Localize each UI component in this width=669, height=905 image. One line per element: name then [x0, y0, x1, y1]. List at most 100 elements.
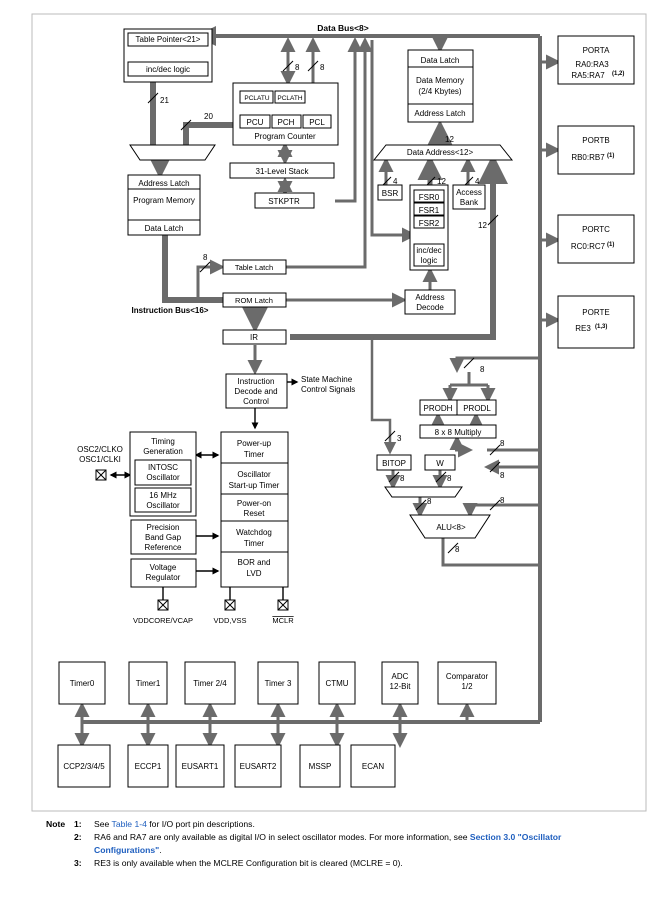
- portb-pins: RB0:RB7: [571, 153, 605, 162]
- peripheral-box-1: [128, 661, 168, 705]
- width-8-table: 8: [203, 253, 208, 262]
- peripheral-label-4-0: CTMU: [325, 679, 348, 688]
- note-3-number: 3:: [74, 858, 82, 868]
- note-3-text: RE3 is only available when the MCLRE Con…: [94, 858, 403, 868]
- bor-label-1: BOR and: [238, 558, 271, 567]
- width-3-bitop: 3: [397, 434, 402, 443]
- note-1-link[interactable]: Table 1-4: [111, 819, 147, 829]
- pclatu-label: PCLATU: [244, 95, 269, 102]
- peripheral-box-5: [381, 661, 419, 705]
- bsr-label: BSR: [382, 189, 399, 198]
- por-label-2: Reset: [244, 509, 266, 518]
- dm-address-latch-label: Address Latch: [414, 109, 465, 118]
- address-mux: [129, 144, 216, 161]
- peripheral-label-5-0: ADC: [392, 672, 409, 681]
- powerup-label-1: Power-up: [237, 439, 272, 448]
- stkptr-label: STKPTR: [268, 197, 300, 206]
- osc2-label: OSC2/CLKO: [77, 445, 123, 454]
- data-address-mux: [372, 144, 514, 161]
- vreg-label-1: Voltage: [150, 563, 177, 572]
- width-8-mul: 8: [500, 439, 505, 448]
- width-21: 21: [160, 96, 169, 105]
- note-2-number: 2:: [74, 832, 82, 842]
- peripheral-box-bottom-3: [234, 744, 282, 788]
- data-bus-label: Data Bus<8>: [317, 23, 369, 33]
- peripheral-label-6-1: 1/2: [461, 682, 473, 691]
- vddvss-label: VDD,VSS: [214, 616, 247, 625]
- intosc-label-2: Oscillator: [146, 473, 180, 482]
- porta-note-ref: (1,2): [612, 71, 624, 77]
- width-8-alu: 8: [500, 496, 505, 505]
- data-memory-label: Data Memory: [416, 76, 464, 85]
- alu-label: ALU<8>: [436, 523, 466, 532]
- mclr-label: MCLR: [272, 616, 294, 625]
- dm-data-latch-label: Data Latch: [421, 56, 460, 65]
- peripheral-label-6-0: Comparator: [446, 672, 489, 681]
- peripheral-label-2-0: Timer 2/4: [193, 679, 227, 688]
- note-2-link[interactable]: Section 3.0 "Oscillator: [469, 832, 562, 842]
- state-machine-label-1: State Machine: [301, 375, 353, 384]
- por-label-1: Power-on: [237, 499, 271, 508]
- width-20: 20: [204, 112, 213, 121]
- notes-title: Note: [46, 819, 66, 829]
- peripheral-label-3-0: Timer 3: [265, 679, 292, 688]
- porte-label: PORTE: [582, 308, 609, 317]
- pcu-label: PCU: [247, 118, 264, 127]
- bandgap-label-2: Band Gap: [145, 533, 182, 542]
- table-latch-box: [222, 259, 287, 275]
- porte-pins: RE3: [575, 324, 591, 333]
- bor-label-2: LVD: [247, 569, 262, 578]
- width-12-fsr: 12: [437, 177, 446, 186]
- width-8-pc2: 8: [320, 63, 325, 72]
- osu-label-2: Start-up Timer: [229, 481, 280, 490]
- reset-block: [220, 431, 289, 588]
- peripheral-label-5-1: 12-Bit: [390, 682, 412, 691]
- peripheral-box-4: [318, 661, 356, 705]
- porte-note-ref: (1,3): [595, 324, 607, 330]
- note-1-text-a: See: [94, 819, 112, 829]
- note-1-text-b: for I/O port pin descriptions.: [146, 819, 255, 829]
- address-decode-label-2: Decode: [416, 303, 444, 312]
- data-latch-label: Data Latch: [145, 224, 184, 233]
- bitop-box: [376, 454, 412, 471]
- width-8-pc1: 8: [295, 63, 300, 72]
- portb-note-ref: (1): [607, 153, 614, 159]
- note-1-number: 1:: [74, 819, 82, 829]
- instr-decode-label-1: Instruction: [238, 377, 275, 386]
- intosc-label-1: INTOSC: [148, 463, 178, 472]
- w-box: [424, 454, 456, 471]
- program-memory-label: Program Memory: [133, 196, 195, 205]
- ir-box: [222, 329, 287, 345]
- address-latch-label: Address Latch: [138, 179, 189, 188]
- prodl-label: PRODL: [463, 404, 491, 413]
- portc-pins: RC0:RC7: [571, 242, 606, 251]
- state-machine-label-2: Control Signals: [301, 385, 355, 394]
- width-4-access: 4: [475, 177, 480, 186]
- peripheral-label-bottom-2: EUSART1: [182, 762, 219, 771]
- timing-label-1: Timing: [151, 437, 175, 446]
- bsr-box: [377, 184, 403, 201]
- porta-pins-1: RA0:RA3: [575, 60, 609, 69]
- alu-mux: [384, 486, 463, 498]
- bandgap-label-1: Precision: [147, 523, 180, 532]
- note-2-text: RA6 and RA7 are only available as digita…: [94, 832, 470, 842]
- alu: [409, 514, 491, 539]
- ir-label: IR: [250, 333, 258, 342]
- peripheral-label-0-0: Timer0: [70, 679, 95, 688]
- width-8-wout: 8: [447, 474, 452, 483]
- instruction-decode-box: [225, 373, 288, 409]
- peripheral-label-bottom-5: ECAN: [362, 762, 384, 771]
- width-12-ir: 12: [478, 221, 487, 230]
- data-memory-box: [407, 49, 474, 123]
- stkptr-box: [254, 192, 315, 209]
- voltage-regulator-box: [130, 558, 197, 588]
- note-2-link-cont[interactable]: Configurations": [94, 844, 160, 855]
- vddcore-label: VDDCORE/VCAP: [133, 616, 193, 625]
- pclath-label: PCLATH: [277, 95, 302, 102]
- peripheral-box-2: [184, 661, 236, 705]
- address-decode-box: [404, 289, 456, 315]
- diagram-frame: [31, 13, 647, 812]
- stack-label: 31-Level Stack: [256, 167, 310, 176]
- portb-label: PORTB: [582, 136, 609, 145]
